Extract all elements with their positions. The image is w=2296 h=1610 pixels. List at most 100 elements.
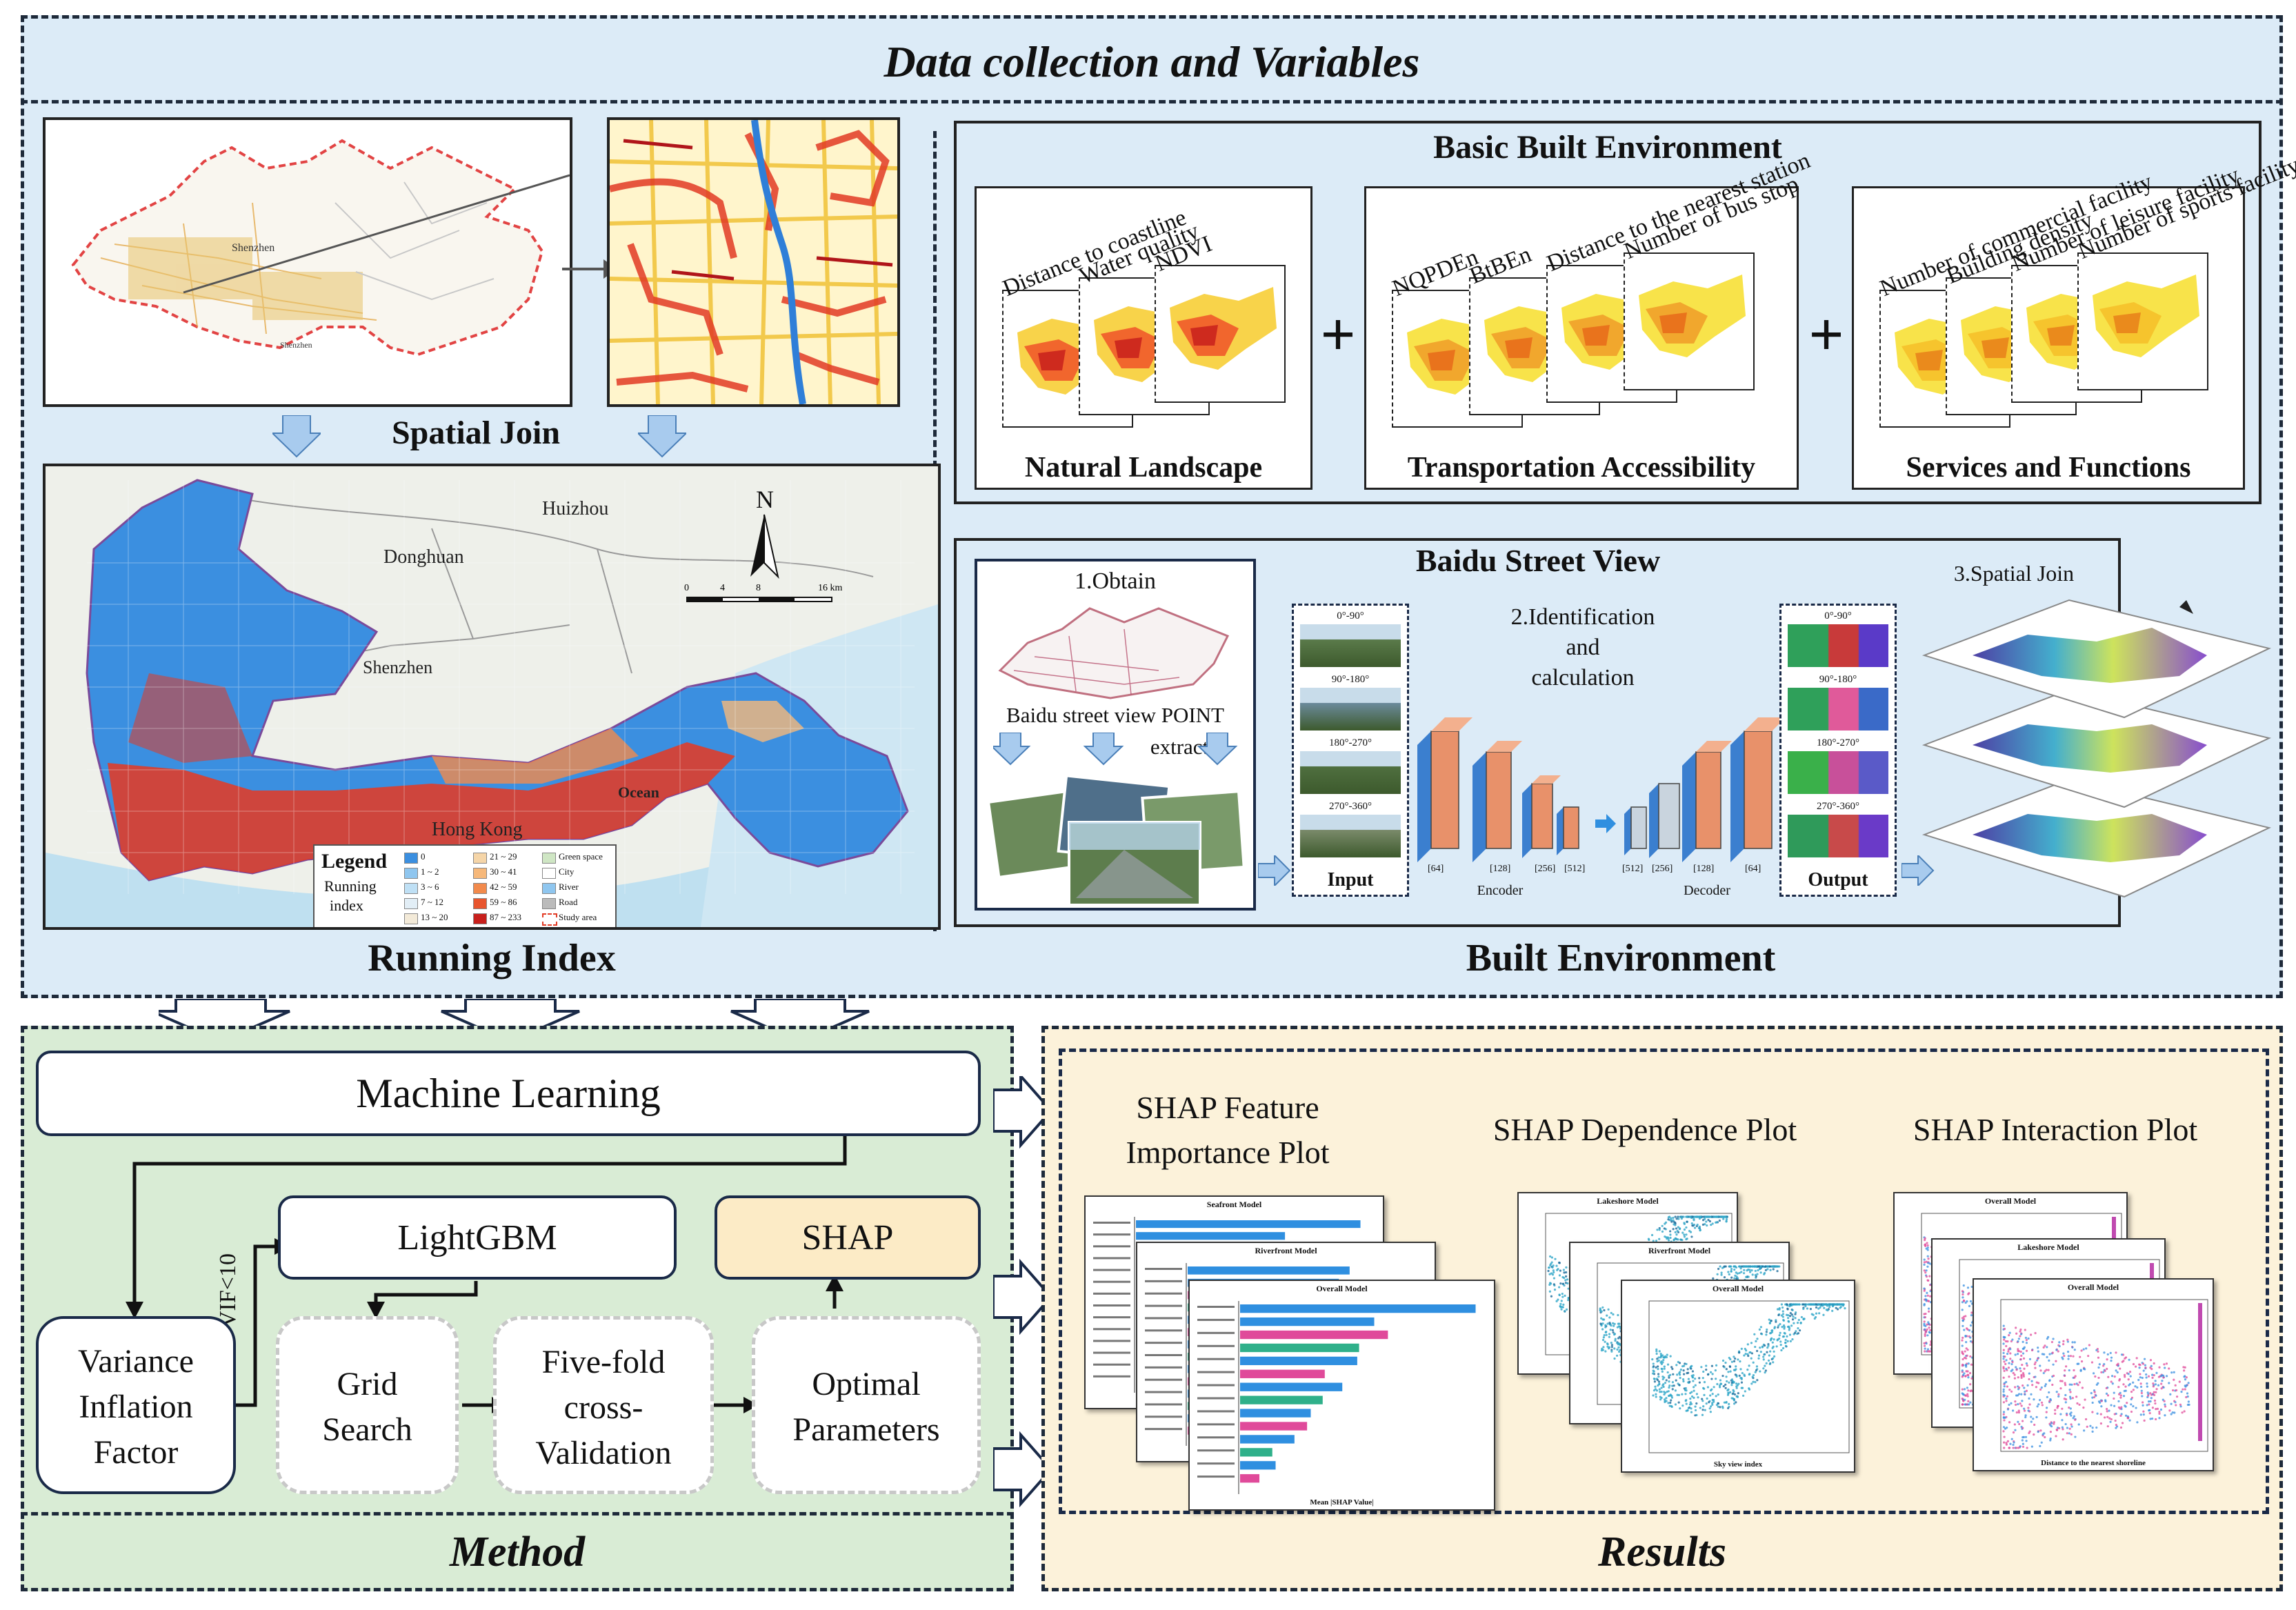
importance-bar: [1188, 1266, 1350, 1275]
input-label: Input: [1327, 869, 1374, 891]
spatial-join-label: Spatial Join: [391, 414, 561, 451]
legend-item-label: 3 ~ 6: [421, 882, 439, 892]
section-down-arrows: [159, 999, 870, 1043]
legend-swatch: [473, 883, 487, 894]
step2-line3: calculation: [1531, 665, 1635, 690]
legend-swatch: [473, 853, 487, 864]
legend-item-label: Green space: [559, 851, 603, 862]
shap-plot-title: Overall Model: [1984, 1196, 2037, 1206]
importance-bar: [1240, 1317, 1375, 1326]
shap-plot-title: Overall Model: [1712, 1284, 1764, 1293]
importance-bar: [1240, 1435, 1295, 1444]
to-layers-arrow: [1901, 855, 1935, 886]
encoder-dim: [64]: [1428, 864, 1444, 874]
spatial-join-arrow-left: [272, 415, 321, 458]
importance-bar: [1240, 1369, 1325, 1378]
encoder-dim: [512]: [1564, 864, 1586, 874]
input-angle-label: 180°-270°: [1329, 737, 1372, 748]
shap-plot-xlabel: Sky view index: [1713, 1460, 1763, 1469]
map-label-shenzhen: Shenzhen: [363, 657, 432, 677]
legend-swatch: [473, 898, 487, 909]
bbe-layer-card: [2077, 252, 2208, 390]
street-view-points-map: [998, 607, 1230, 699]
input-street-image: [1300, 815, 1401, 857]
data-collection-title: Data collection and Variables: [884, 37, 1420, 86]
encoder-dim: [256]: [1535, 864, 1556, 874]
layer-3: [1921, 778, 2271, 898]
decoder-dim: [256]: [1652, 864, 1673, 874]
built-environment-label: Built Environment: [1466, 937, 1776, 980]
shap-plot-title: Lakeshore Model: [2017, 1242, 2079, 1252]
basic-built-title: Basic Built Environment: [1433, 128, 1782, 166]
zoom-arrow: [562, 259, 617, 279]
importance-bar: [1240, 1448, 1272, 1457]
importance-bar: [1240, 1422, 1308, 1431]
importance-bar: [1240, 1356, 1357, 1366]
grid-line2: Search: [322, 1411, 412, 1448]
svg-text:N: N: [756, 486, 774, 513]
output-segmented-image: [1788, 751, 1888, 794]
grid-search-box: Grid Search: [276, 1316, 459, 1494]
svg-text:4: 4: [720, 583, 725, 593]
encoder-blocks: [1417, 717, 1579, 862]
shap-plot-title: Overall Model: [2067, 1282, 2119, 1292]
shenzhen-map-label: Shenzhen: [232, 242, 274, 254]
importance-title-1: SHAP Feature: [1136, 1089, 1319, 1125]
decoder-dim: [512]: [1622, 864, 1644, 874]
legend-swatch: [404, 853, 418, 864]
input-angle-label: 90°-180°: [1331, 674, 1370, 685]
vif-line3: Factor: [93, 1433, 179, 1471]
layer-2: [1921, 688, 2271, 808]
output-angle-label: 0°-90°: [1824, 610, 1852, 622]
importance-bar: [1240, 1330, 1388, 1340]
shap-box: SHAP: [715, 1195, 981, 1280]
step3-label: 3.Spatial Join: [1953, 560, 2075, 586]
step2-line2: and: [1566, 635, 1600, 660]
grid-line1: Grid: [337, 1365, 398, 1402]
shap-plot-title: Riverfront Model: [1648, 1246, 1711, 1255]
point-label: Baidu street view POINT: [1006, 703, 1224, 727]
map-label-hongkong: Hong Kong: [432, 819, 522, 840]
importance-bar: [1240, 1382, 1343, 1391]
svg-text:16 km: 16 km: [818, 583, 843, 593]
street-view-title: Baidu Street View: [1415, 542, 1661, 578]
importance-title-2: Importance Plot: [1126, 1134, 1330, 1170]
decoder-blocks: [1624, 717, 1786, 862]
legend-item-label: 13 ~ 20: [421, 912, 448, 922]
vif-line2: Inflation: [79, 1388, 193, 1425]
decoder-dim: [128]: [1693, 864, 1715, 874]
importance-bar: [1240, 1304, 1476, 1313]
optimal-line1: Optimal: [812, 1365, 921, 1402]
output-segmented-image: [1788, 688, 1888, 731]
lightgbm-box: LightGBM: [278, 1195, 677, 1280]
input-street-image: [1300, 624, 1401, 667]
legend-swatch: [542, 868, 556, 879]
legend-item-label: 87 ~ 233: [490, 912, 522, 922]
data-collection-title-bar: [21, 15, 2283, 103]
machine-learning-box: Machine Learning: [36, 1051, 981, 1136]
legend-swatch: [542, 883, 556, 894]
legend-sub-1: Running: [324, 877, 377, 895]
fivefold-line1: Five-fold: [541, 1343, 666, 1380]
roads-heatmap-svg: [610, 120, 897, 404]
decoder-label: Decoder: [1684, 882, 1730, 898]
output-angle-label: 90°-180°: [1819, 674, 1857, 685]
legend-swatch: [404, 868, 418, 879]
svg-text:8: 8: [756, 583, 761, 593]
importance-bar: [1240, 1395, 1323, 1404]
decoder-dim: [64]: [1745, 864, 1761, 874]
legend-sub-2: index: [330, 897, 363, 914]
results-title: Results: [1597, 1528, 1727, 1576]
legend-swatch: [542, 913, 557, 926]
legend-item-label: 1 ~ 2: [421, 866, 439, 877]
importance-bar: [1136, 1220, 1361, 1229]
running-roads-map: [607, 117, 900, 407]
importance-bar: [1240, 1474, 1260, 1483]
legend-swatch: [542, 853, 556, 864]
extract-arrows: [993, 733, 1238, 766]
shap-plot-title: Riverfront Model: [1255, 1246, 1317, 1255]
map-label-ocean: Ocean: [618, 784, 659, 801]
running-index-label: Running Index: [368, 937, 616, 980]
